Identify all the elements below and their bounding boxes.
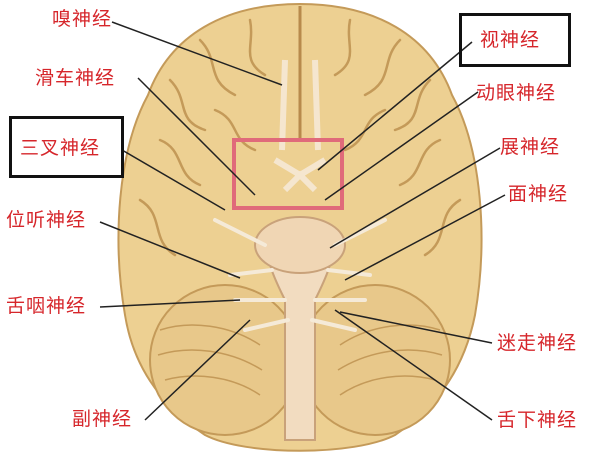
label-trochlear: 滑车神经 [35,67,116,89]
label-trigeminal: 三叉神经 [20,137,101,159]
label-vestibulocochlear: 位听神经 [6,209,87,231]
label-glossopharyngeal: 舌咽神经 [6,295,87,317]
cerebellum-folia [157,324,443,396]
cerebellum-right [299,284,451,436]
leader-lines [99,21,506,421]
label-vagus: 迷走神经 [497,332,578,354]
trigeminal-label-frame [9,116,124,178]
pons [254,216,346,274]
cerebellum-left [149,284,301,436]
optic-chiasm [273,157,327,193]
label-accessory: 副神经 [72,408,133,430]
label-olfactory: 嗅神经 [52,8,113,30]
label-oculomotor: 动眼神经 [476,82,557,104]
olfactory-tract-right [312,59,321,151]
label-optic: 视神经 [480,29,541,51]
olfactory-tract-left [279,59,288,151]
label-hypoglossal: 舌下神经 [497,409,578,431]
optic-label-frame [459,13,571,67]
label-facial: 面神经 [508,183,569,205]
label-abducens: 展神经 [500,136,561,158]
